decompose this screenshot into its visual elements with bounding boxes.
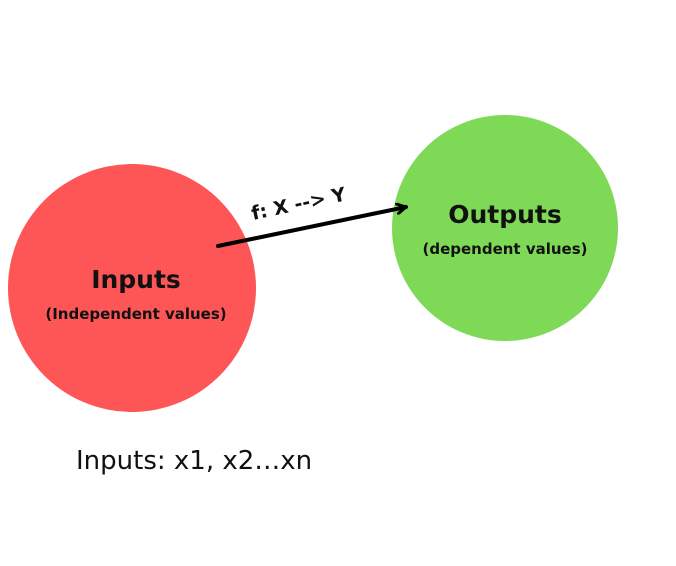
mapping-arrow: f: X --> Y: [216, 183, 408, 248]
inputs-subtitle: (Independent values): [45, 305, 226, 323]
outputs-node: Outputs (dependent values): [392, 115, 618, 341]
outputs-subtitle: (dependent values): [422, 240, 587, 258]
inputs-node: Inputs (Independent values): [8, 164, 256, 412]
outputs-title: Outputs: [448, 200, 562, 229]
inputs-title: Inputs: [91, 265, 181, 294]
arrow-line: [216, 207, 408, 248]
inputs-note: Inputs: x1, x2…xn: [76, 446, 312, 476]
function-label: f: X --> Y: [249, 183, 348, 224]
outputs-circle: [392, 115, 618, 341]
inputs-circle: [8, 164, 256, 412]
